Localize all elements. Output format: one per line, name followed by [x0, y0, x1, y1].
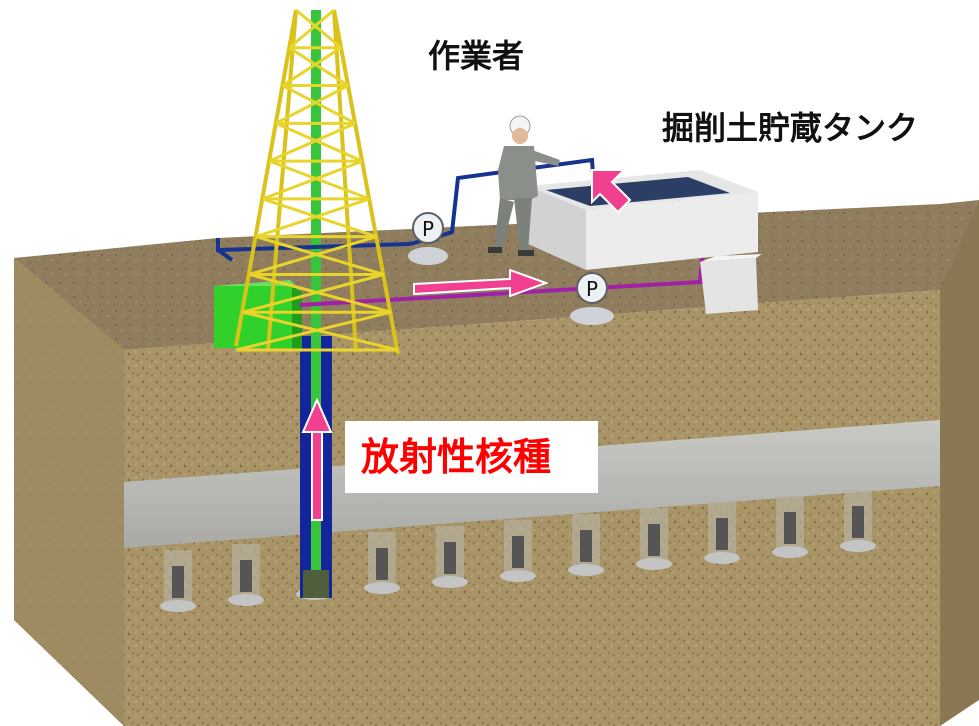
soil-left-face	[14, 258, 124, 726]
pump-icon: P	[570, 272, 614, 325]
storage-tank	[528, 170, 762, 314]
drilling-tower	[234, 8, 400, 355]
nuclide-label-box	[345, 421, 598, 493]
support-post	[704, 502, 740, 564]
tank-label: 掘削土貯蔵タンク	[662, 109, 919, 147]
support-post	[228, 544, 264, 606]
support-post	[636, 508, 672, 570]
support-post	[840, 490, 876, 552]
support-post	[568, 514, 604, 576]
support-post	[772, 496, 808, 558]
upflow-arrow	[301, 397, 333, 521]
flow-arrow-horizontal	[413, 268, 549, 298]
support-post	[364, 532, 400, 594]
nuclide-label: 放射性核種	[361, 435, 552, 479]
pump-icon: P	[408, 212, 448, 265]
flow-arrow-tank	[591, 169, 632, 214]
worker-label: 作業者	[428, 37, 525, 75]
support-post	[432, 526, 468, 588]
worker-figure	[488, 115, 560, 256]
pump-label: P	[422, 217, 434, 241]
pump-label: P	[586, 277, 598, 301]
soil-side-face	[940, 200, 979, 726]
support-post	[160, 550, 196, 612]
support-post	[500, 520, 536, 582]
